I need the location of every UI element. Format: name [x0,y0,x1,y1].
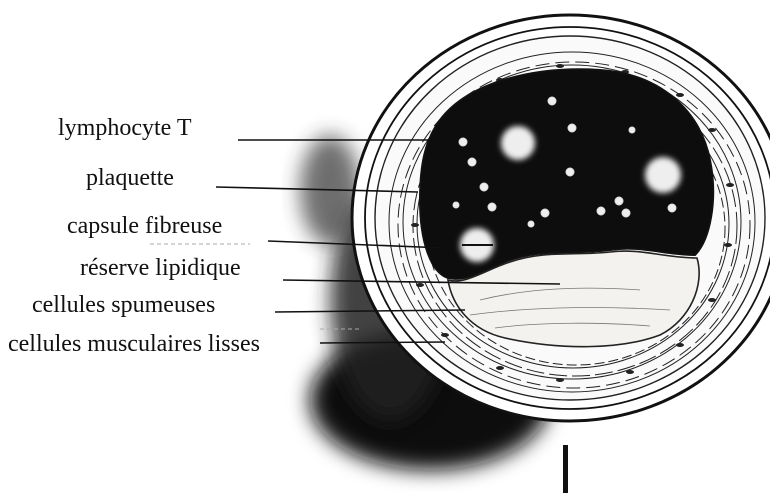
stalk [563,445,568,493]
leader-musculaires [320,342,445,343]
label-plaquette: plaquette [86,166,174,190]
label-reserve-lipidique: réserve lipidique [80,256,241,280]
label-lymphocyte: lymphocyte T [58,116,192,140]
label-cellules-musculaires: cellules musculaires lisses [8,332,260,356]
label-capsule-fibreuse: capsule fibreuse [67,214,222,238]
label-cellules-spumeuses: cellules spumeuses [32,293,215,317]
